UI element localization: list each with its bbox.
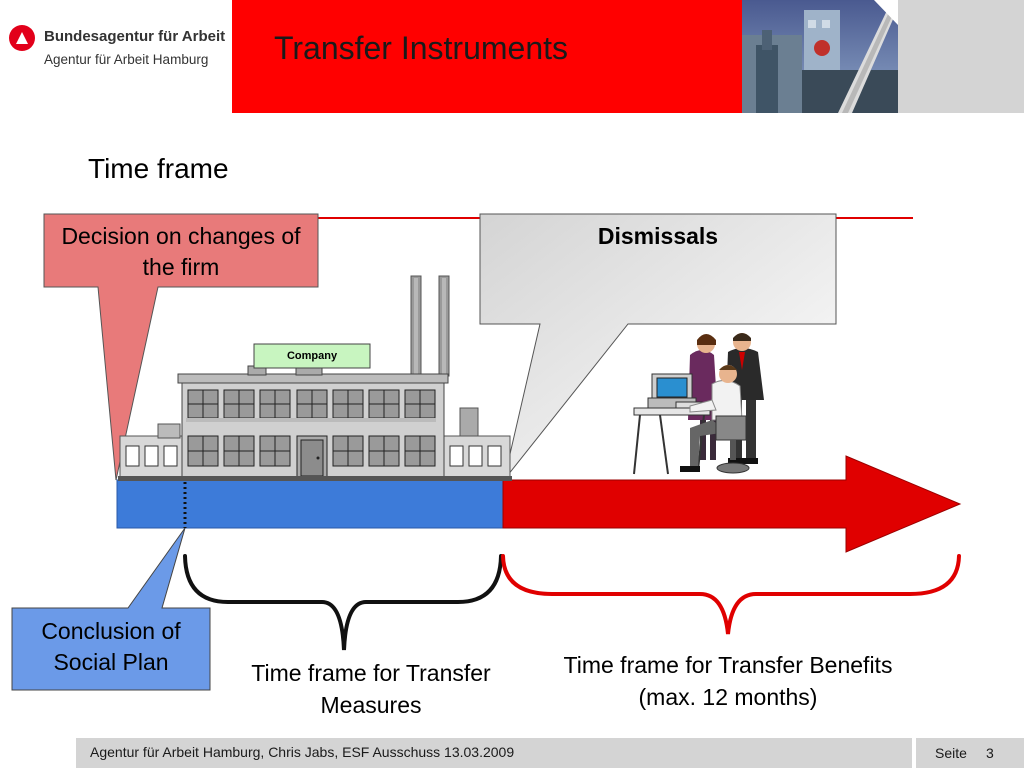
transfer-benefits-line2: (max. 12 months)	[638, 684, 818, 710]
footer-text: Agentur für Arbeit Hamburg, Chris Jabs, …	[90, 744, 515, 760]
timeline-blue-segment	[116, 479, 504, 529]
transfer-benefits-brace	[501, 554, 961, 635]
decision-callout	[43, 213, 319, 481]
transfer-benefits-label: Time frame for Transfer Benefits (max. 1…	[516, 649, 940, 713]
dismissals-callout-text: Dismissals	[597, 223, 719, 249]
footer-bar	[76, 738, 912, 768]
dismissals-callout	[479, 213, 837, 481]
agency-logo-icon	[9, 25, 35, 51]
transfer-measures-brace	[183, 554, 503, 651]
conclusion-callout-text: Conclusion of Social Plan	[41, 618, 181, 675]
section-heading: Time frame	[88, 153, 229, 184]
timeline-red-arrow	[502, 455, 962, 553]
transfer-benefits-line1: Time frame for Transfer Benefits	[563, 652, 893, 678]
company-sign: Company	[286, 350, 338, 362]
page-number: 3	[986, 745, 994, 761]
decision-callout-text: Decision on changes of the firm	[61, 223, 301, 280]
transfer-measures-label: Time frame for Transfer Measures	[251, 660, 491, 718]
harbor-photo-image	[742, 0, 898, 113]
slide-title: Transfer Instruments	[274, 30, 569, 66]
conclusion-callout	[11, 527, 211, 691]
office-workers-illustration	[633, 333, 764, 475]
factory-illustration	[118, 275, 512, 481]
org-name: Bundesagentur für Arbeit	[44, 28, 226, 45]
page-number-box	[916, 738, 1024, 768]
page-label: Seite	[935, 745, 967, 761]
title-bar	[232, 0, 742, 113]
org-subname: Agentur für Arbeit Hamburg	[44, 52, 209, 67]
header-grey-panel	[898, 0, 1024, 113]
